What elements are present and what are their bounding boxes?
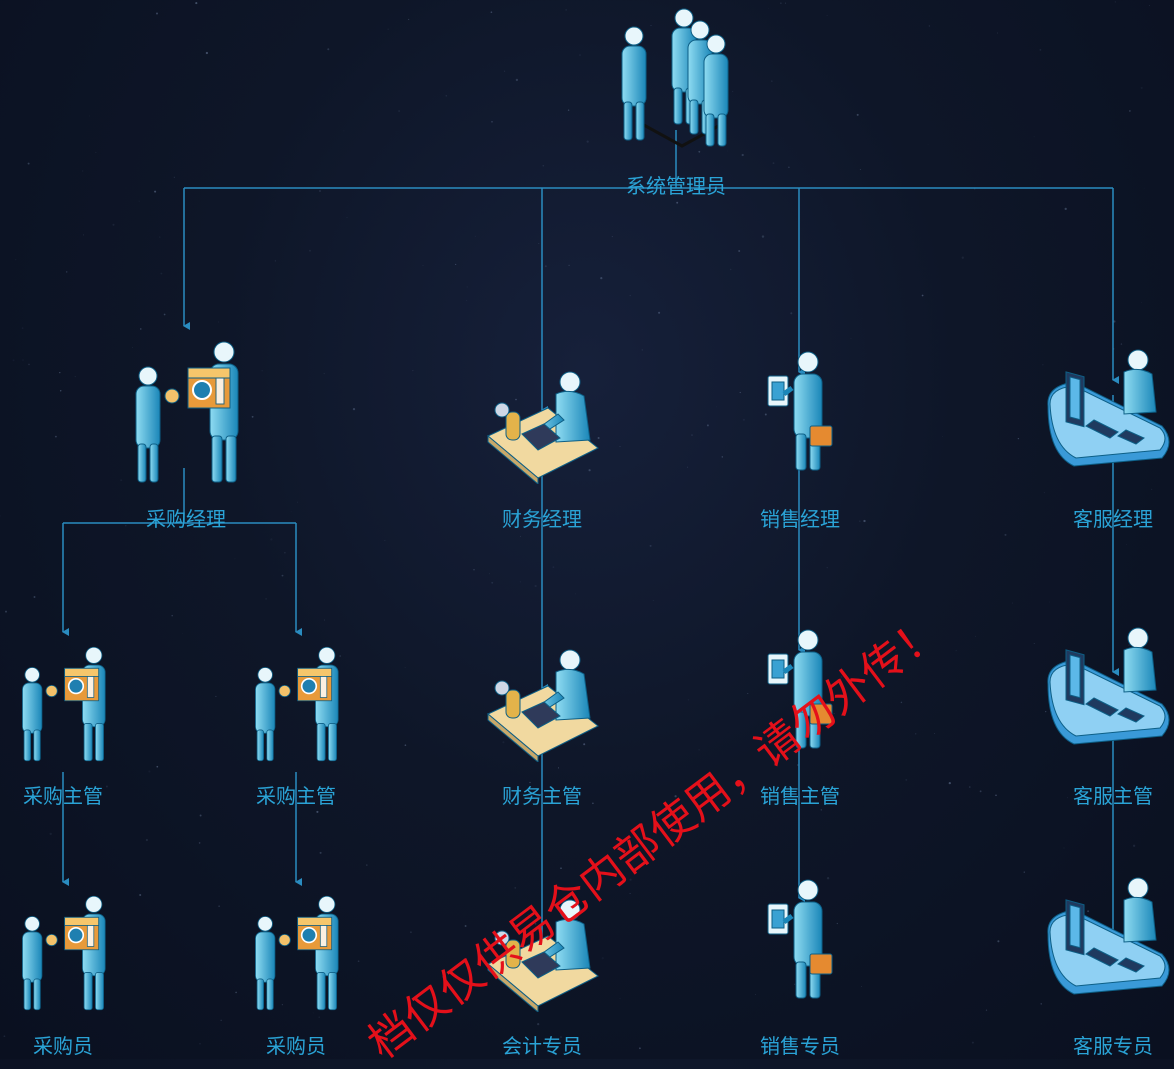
finance-icon [486,646,600,766]
sales-staff-label: 销售专员 [720,1034,880,1058]
purchasing-icon [14,644,112,768]
sales-icon [764,878,834,1004]
purchasing-icon [247,893,345,1017]
finance-supervisor-label: 财务主管 [462,784,622,808]
purchasing-icon [247,644,345,768]
purchase-supervisor-2-label: 采购主管 [216,784,376,808]
purchase-manager-label: 采购经理 [106,507,266,531]
sales-manager-label: 销售经理 [720,507,880,531]
service-supervisor-label: 客服主管 [1033,784,1174,808]
accountant-label: 会计专员 [462,1034,622,1058]
customer-service-icon [1044,624,1174,754]
purchasing-icon [14,893,112,1017]
purchase-staff-2-label: 采购员 [216,1034,376,1058]
finance-icon [486,368,600,488]
purchase-supervisor-1-label: 采购主管 [0,784,143,808]
root-label: 系统管理员 [596,174,756,198]
service-staff-label: 客服专员 [1033,1034,1174,1058]
sales-icon [764,350,834,476]
admin-group-icon [612,6,742,156]
customer-service-icon [1044,874,1174,1004]
customer-service-icon [1044,346,1174,476]
finance-manager-label: 财务经理 [462,507,622,531]
service-manager-label: 客服经理 [1033,507,1174,531]
purchasing-icon [128,338,244,490]
purchase-staff-1-label: 采购员 [0,1034,143,1058]
